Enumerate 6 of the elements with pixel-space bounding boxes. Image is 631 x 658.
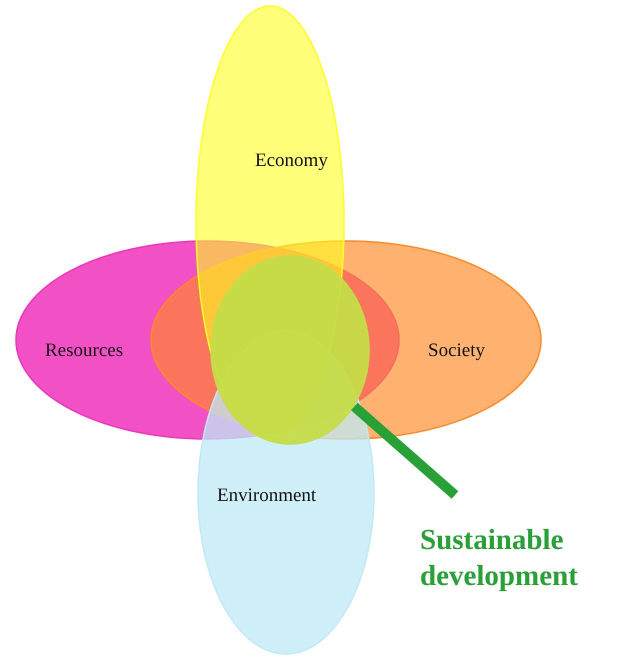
ellipse-label: Society [428, 340, 485, 362]
ellipse-label: Economy [255, 150, 328, 172]
ellipse-label: Environment [217, 485, 316, 507]
sustainable-development-label: Sustainable development [420, 522, 625, 594]
ellipse-label: Resources [45, 340, 124, 362]
leader-line [351, 402, 458, 499]
